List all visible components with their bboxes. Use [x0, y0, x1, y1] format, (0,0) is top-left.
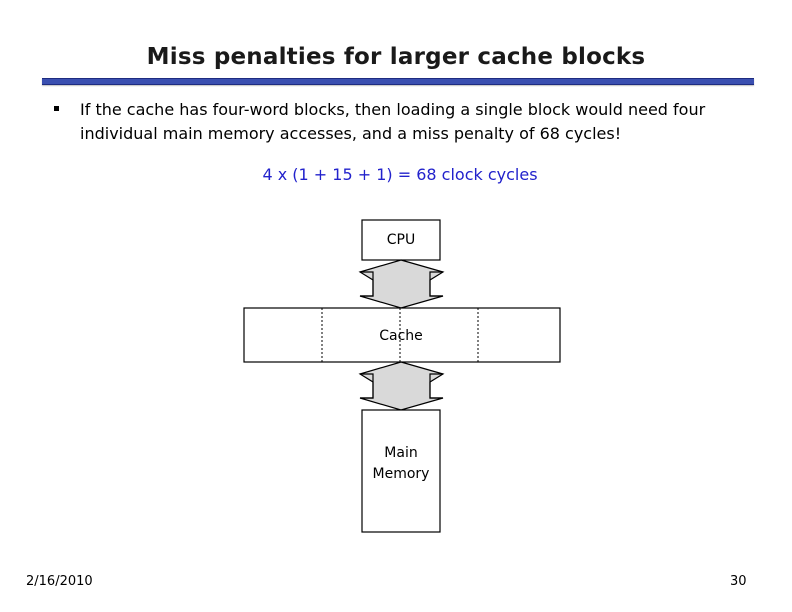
- footer-date: 2/16/2010: [26, 574, 93, 589]
- main-memory-label-line2: Memory: [372, 466, 430, 482]
- cache-box: [243, 307, 561, 363]
- main-memory-label-line1: Main: [384, 445, 418, 461]
- bullet-square-icon: [54, 106, 59, 111]
- formula: 4 x (1 + 15 + 1) = 68 clock cycles: [262, 165, 538, 184]
- page-number: 30: [730, 574, 747, 589]
- slide-title: Miss penalties for larger cache blocks: [146, 44, 646, 70]
- main-memory-box: [361, 409, 441, 533]
- title-rule: [42, 78, 754, 85]
- main-memory-label: Main Memory: [362, 443, 440, 485]
- cache-label: Cache: [379, 328, 423, 344]
- bullet-text: If the cache has four-word blocks, then …: [80, 100, 706, 143]
- cpu-label: CPU: [386, 232, 416, 248]
